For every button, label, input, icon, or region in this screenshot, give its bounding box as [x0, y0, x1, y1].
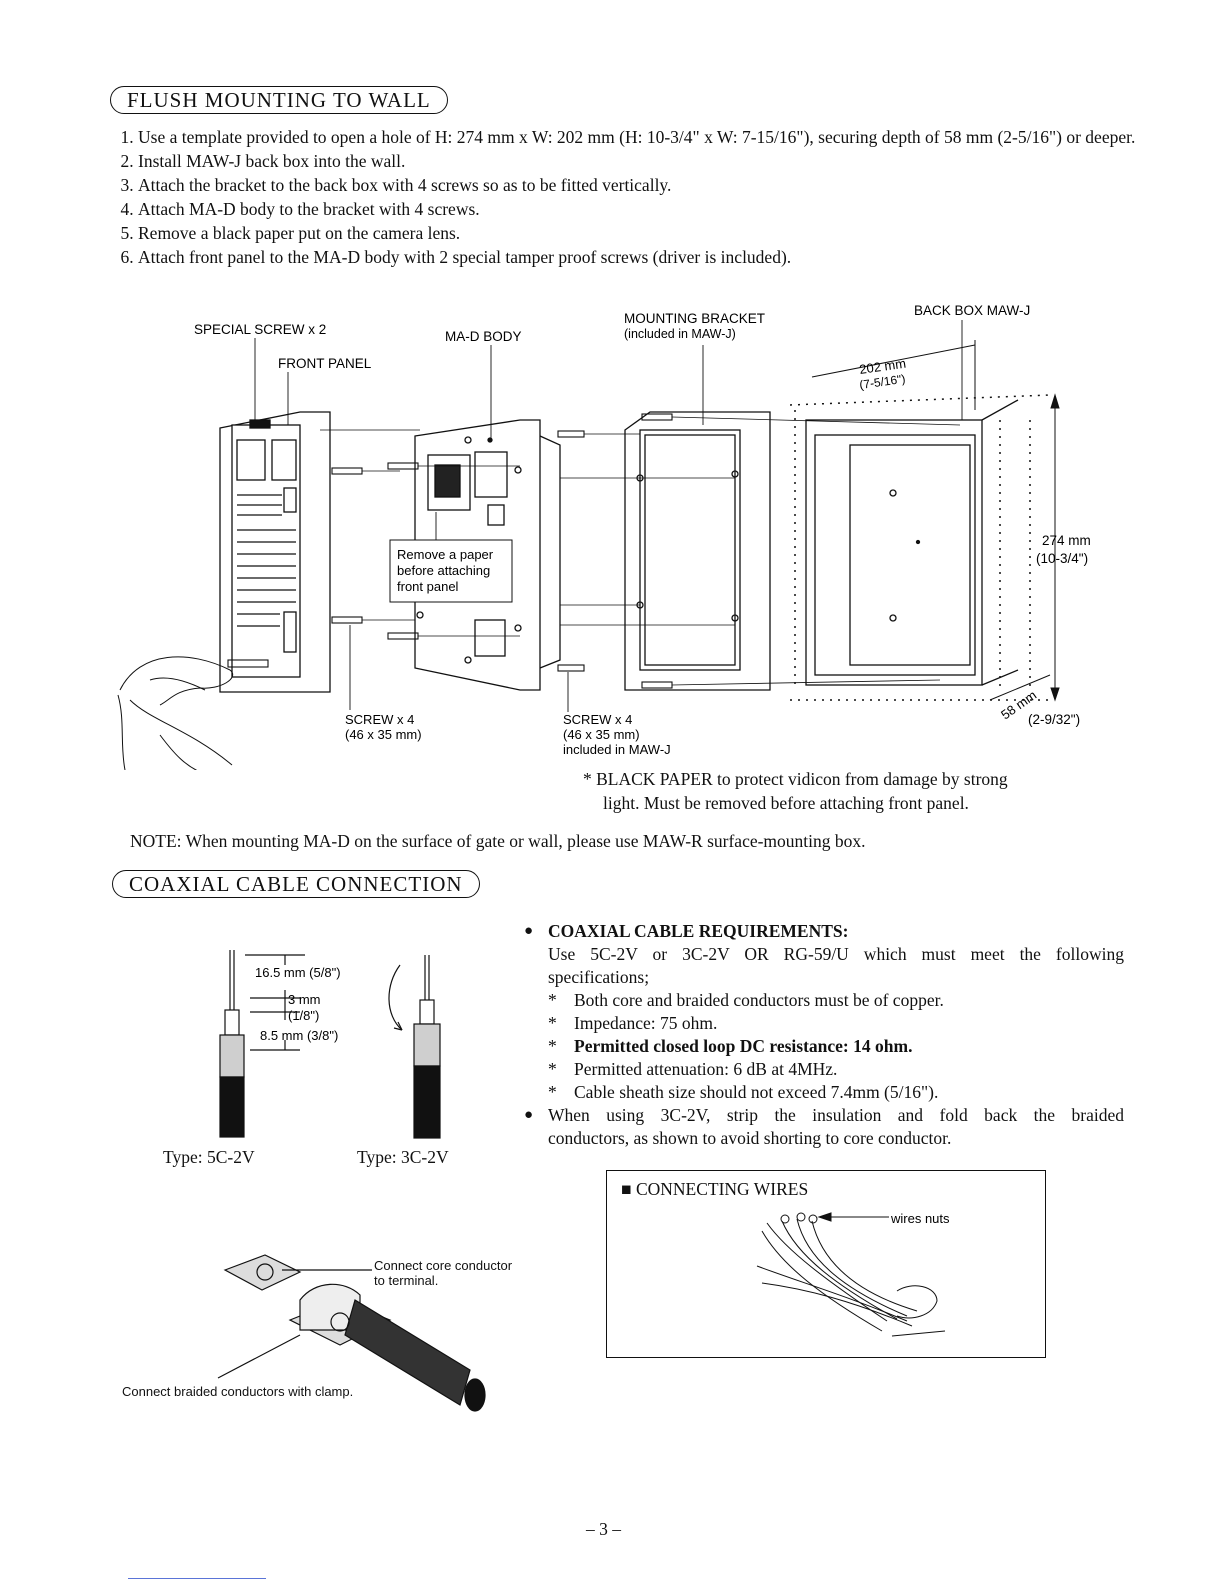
spec-4: Permitted attenuation: 6 dB at 4MHz. [574, 1059, 838, 1079]
spec-3: Permitted closed loop DC resistance: 14 … [574, 1036, 913, 1056]
label-width-in: (7-5/16") [858, 372, 906, 392]
back-box-drawing [805, 399, 1019, 686]
terminal-clamp-diagram [217, 1254, 486, 1412]
step-5: Remove a black paper put on the camera l… [138, 221, 1148, 245]
connecting-wires-box: ■ CONNECTING WIRES wires nuts [606, 1170, 1046, 1358]
label-height-mm: 274 mm [1042, 533, 1091, 548]
footer-rule [128, 1578, 266, 1579]
label-screw-b-2: (46 x 35 mm) [563, 727, 640, 742]
label-front-panel: FRONT PANEL [278, 356, 372, 371]
label-screw-b-1: SCREW x 4 [563, 712, 632, 727]
wires-nuts-label: wires nuts [890, 1211, 950, 1226]
step-3: Attach the bracket to the back box with … [138, 173, 1148, 197]
spec-1: Both core and braided conductors must be… [574, 990, 944, 1010]
surface-mount-note: NOTE: When mounting MA-D on the surface … [130, 831, 866, 851]
callout-line-2: before attaching [397, 563, 490, 578]
label-screw-a-2: (46 x 35 mm) [345, 727, 422, 742]
black-paper-note-1: * BLACK PAPER to protect vidicon from da… [583, 769, 1008, 789]
hands-drawing [117, 656, 233, 770]
dim-3mm: 3 mm [288, 992, 321, 1007]
page-number: – 3 – [586, 1519, 621, 1539]
req-heading: COAXIAL CABLE REQUIREMENTS: [548, 921, 849, 941]
label-screw-a-1: SCREW x 4 [345, 712, 414, 727]
label-mad-body: MA-D BODY [445, 329, 522, 344]
type-5c-label: Type: 5C-2V [163, 1147, 255, 1167]
label-back-box: BACK BOX MAW-J [914, 303, 1030, 318]
connect-braided: Connect braided conductors with clamp. [122, 1384, 354, 1399]
label-special-screw: SPECIAL SCREW x 2 [194, 322, 326, 337]
section-title-coax: COAXIAL CABLE CONNECTION [112, 870, 480, 898]
step-2: Install MAW-J back box into the wall. [138, 149, 1148, 173]
type-3c-label: Type: 3C-2V [357, 1147, 449, 1167]
section-title-flush: FLUSH MOUNTING TO WALL [110, 86, 448, 114]
bullet-icon: ● [524, 923, 534, 939]
connect-core-1: Connect core conductor [374, 1258, 513, 1273]
connecting-wires-title: ■ CONNECTING WIRES [621, 1179, 809, 1199]
label-bracket-1: MOUNTING BRACKET [624, 311, 765, 326]
bullet-icon: ● [524, 1107, 534, 1123]
strip-line-2: conductors, as shown to avoid shorting t… [548, 1128, 952, 1148]
label-width-mm: 202 mm [858, 356, 907, 377]
req-line-1: Use 5C-2V or 3C-2V OR RG-59/U which must… [548, 944, 1124, 964]
wires-drawing: wires nuts [756, 1211, 950, 1337]
dim-8-5mm: 8.5 mm (3/8") [260, 1028, 338, 1043]
spec-5: Cable sheath size should not exceed 7.4m… [574, 1082, 939, 1102]
front-panel-drawing [219, 411, 331, 693]
req-line-2: specifications; [548, 967, 650, 987]
label-screw-b-3: included in MAW-J [563, 742, 671, 757]
step-4: Attach MA-D body to the bracket with 4 s… [138, 197, 1148, 221]
dim-16-5mm: 16.5 mm (5/8") [255, 965, 341, 980]
callout-line-1: Remove a paper [397, 547, 494, 562]
bracket-drawing [624, 411, 771, 691]
dim-1-8in: (1/8") [288, 1008, 319, 1023]
connect-core-2: to terminal. [374, 1273, 439, 1288]
mounting-diagram: SPECIAL SCREW x 2 FRONT PANEL MA-D BODY … [117, 303, 1091, 770]
coax-requirements: ● COAXIAL CABLE REQUIREMENTS: Use 5C-2V o… [524, 921, 1124, 1148]
callout-line-3: front panel [397, 579, 459, 594]
label-depth-in: (2-9/32") [1028, 712, 1080, 727]
black-paper-note-2: light. Must be removed before attaching … [603, 793, 969, 813]
label-height-in: (10-3/4") [1036, 551, 1088, 566]
coax-cable-diagram: 16.5 mm (5/8") 3 mm (1/8") 8.5 mm (3/8") [219, 950, 441, 1139]
label-bracket-2: (included in MAW-J) [624, 327, 736, 341]
mounting-steps: Use a template provided to open a hole o… [118, 125, 1148, 269]
step-6: Attach front panel to the MA-D body with… [138, 245, 1148, 269]
spec-2: Impedance: 75 ohm. [574, 1013, 718, 1033]
strip-line-1: When using 3C-2V, strip the insulation a… [548, 1105, 1124, 1125]
step-1: Use a template provided to open a hole o… [138, 125, 1148, 149]
